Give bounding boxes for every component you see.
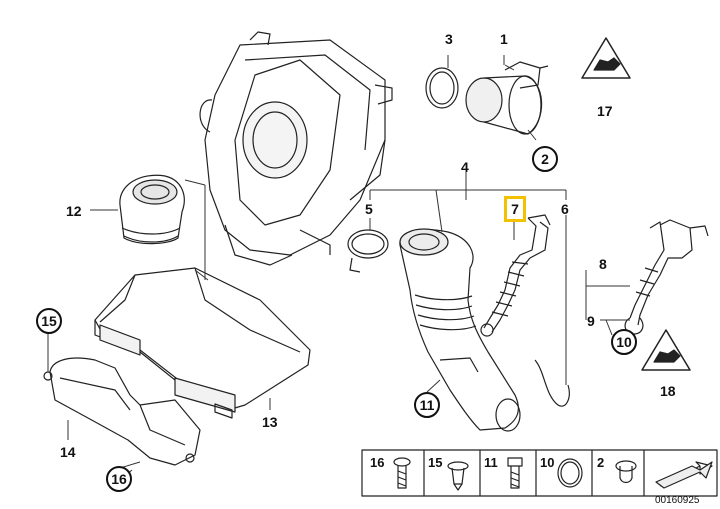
- callout-8: 8: [599, 256, 607, 272]
- callout-11: 11: [414, 392, 440, 418]
- callout-18: 18: [660, 383, 676, 399]
- part-14-resonator: [43, 357, 201, 466]
- legend-bolt-11: [507, 457, 523, 489]
- callout-14: 14: [60, 444, 76, 460]
- part-7-vent-hose: [480, 214, 551, 337]
- part-8-ventilation-pipe: [624, 219, 709, 335]
- air-filter-housing-upper: [199, 31, 393, 266]
- callout-13: 13: [262, 414, 278, 430]
- legend-label-10: 10: [540, 455, 555, 470]
- callout-4: 4: [461, 159, 469, 175]
- callout-6: 6: [561, 201, 569, 217]
- legend-screw-2: [615, 460, 637, 484]
- callout-15: 15: [36, 308, 62, 334]
- arrow-icon: [652, 460, 713, 490]
- legend-label-2: 2: [597, 455, 605, 470]
- callout-9: 9: [587, 313, 595, 329]
- part-11-intake-hose: [399, 228, 521, 432]
- part-12-intake-elbow: [119, 174, 185, 245]
- legend-clip-15: [447, 461, 469, 491]
- callout-16: 16: [106, 466, 132, 492]
- legend-screw-16: [393, 457, 411, 489]
- callout-1: 1: [500, 31, 508, 47]
- legend-label-16: 16: [370, 455, 385, 470]
- callout-5: 5: [365, 201, 373, 217]
- callout-12: 12: [66, 203, 82, 219]
- leader-lines: [47, 55, 630, 479]
- document-number: 00160925: [655, 495, 700, 506]
- part-3-seal-ring: [425, 67, 459, 109]
- legend-ring-10: [557, 458, 583, 488]
- warning-triangle-icon: [581, 37, 631, 79]
- part-13-lower-duct: [94, 267, 311, 419]
- legend-label-11: 11: [484, 455, 498, 470]
- callout-7-highlighted: 7: [504, 196, 526, 222]
- part-6-wire-clip: [534, 359, 570, 407]
- callout-3: 3: [445, 31, 453, 47]
- callout-2: 2: [532, 146, 558, 172]
- part-1-air-mass-meter: [465, 61, 549, 135]
- legend-label-15: 15: [428, 455, 443, 470]
- callout-17: 17: [597, 103, 613, 119]
- warning-triangle-icon: [641, 329, 691, 371]
- part-5-hose-clamp: [347, 229, 389, 273]
- callout-10: 10: [611, 329, 637, 355]
